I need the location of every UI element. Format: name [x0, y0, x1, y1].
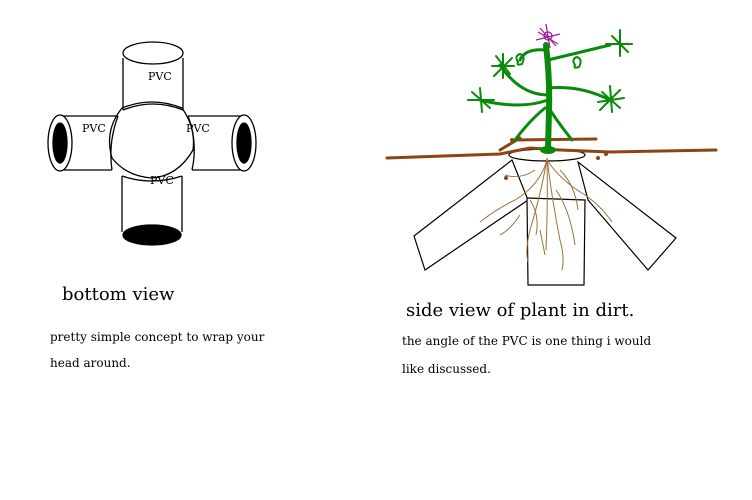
flower-icon [535, 23, 561, 49]
side-view-desc-line2: like discussed. [402, 362, 491, 376]
pvc-opening-left [52, 122, 68, 164]
pvc-opening-right [236, 122, 252, 164]
pvc-leg-left [413, 159, 529, 271]
pvc-leg-center [526, 197, 586, 286]
pvc-arm-bottom [121, 175, 183, 246]
plant [467, 29, 633, 154]
pvc-legs-side-view [413, 148, 677, 286]
pvc-label-top: PVC [148, 70, 172, 83]
bottom-view-desc-line2: head around. [50, 356, 131, 370]
pvc-label-bottom: PVC [150, 174, 174, 187]
pvc-arm-right [187, 114, 257, 172]
side-view-desc-line1: the angle of the PVC is one thing i woul… [402, 334, 652, 348]
pvc-arm-left [47, 114, 119, 172]
plant-roots [479, 157, 613, 271]
side-view-title: side view of plant in dirt. [406, 300, 635, 321]
cross-center-outline [108, 101, 195, 179]
bottom-view-title: bottom view [62, 284, 175, 305]
bottom-view-desc-line1: pretty simple concept to wrap your [50, 330, 265, 344]
pvc-label-right: PVC [186, 122, 210, 135]
pvc-leg-right [576, 160, 677, 271]
pvc-arm-top [122, 41, 184, 111]
pvc-label-left: PVC [82, 122, 106, 135]
pvc-cross-bottom-view [47, 41, 257, 246]
pvc-opening-bottom [122, 224, 182, 246]
